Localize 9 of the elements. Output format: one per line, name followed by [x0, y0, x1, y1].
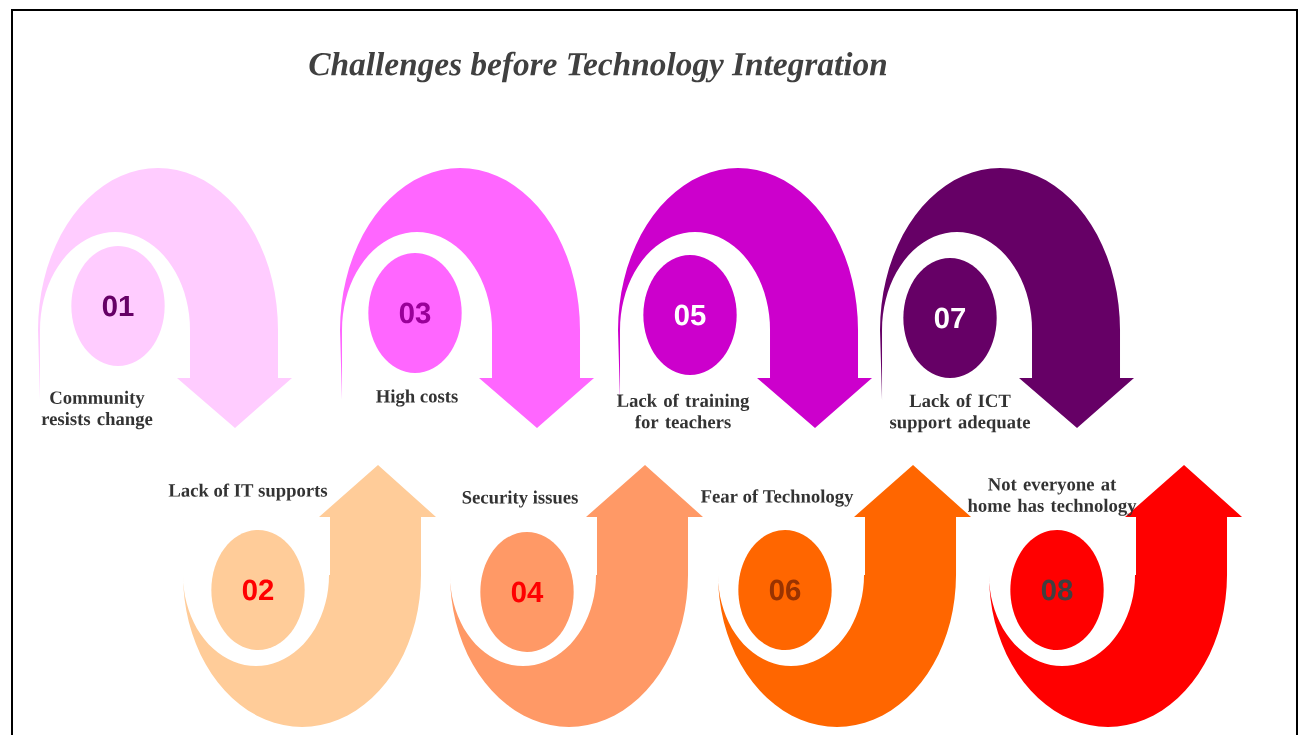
caption-text: Fear of Technology — [700, 489, 854, 507]
title: Challenges before Technology Integration — [309, 51, 887, 83]
caption-text: Lack of IT supports — [168, 483, 328, 501]
caption-text: High costs — [376, 389, 458, 407]
caption-text: Community resists change — [41, 390, 153, 430]
caption-text: Lack of training for teachers — [616, 393, 750, 429]
caption-text: Lack of ICT support adequate — [890, 393, 1031, 433]
caption-text: Not everyone at home has technology — [967, 478, 1137, 516]
caption-text: Security issues — [462, 490, 578, 508]
